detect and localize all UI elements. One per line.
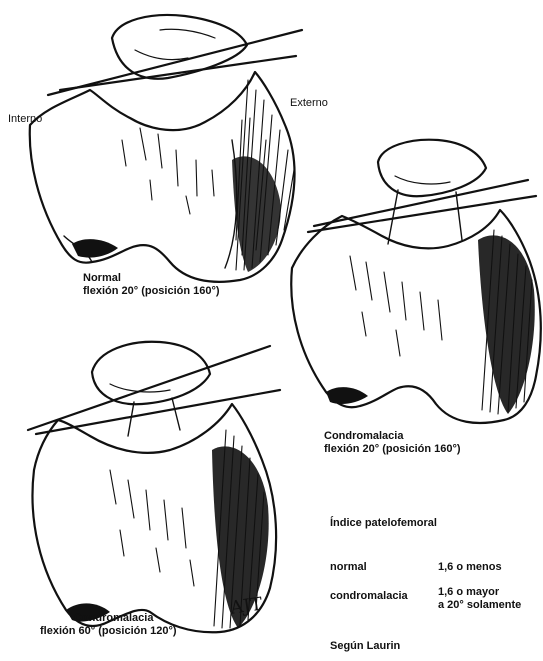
artist-signature: AJT — [228, 594, 264, 619]
patella-normal — [112, 15, 247, 79]
label-external: Externo — [290, 97, 328, 110]
index-row-normal-value: 1,6 o menos — [438, 561, 502, 573]
label-chondro60-title: Condromalacia — [74, 612, 153, 625]
index-row-normal-label: normal — [330, 561, 367, 573]
label-internal: Interno — [8, 113, 42, 126]
index-row-chondro-value: 1,6 o mayor — [438, 586, 499, 598]
reference-line-chondro-60-a — [28, 346, 270, 430]
label-normal-title: Normal — [83, 272, 121, 285]
label-normal-caption: flexión 20° (posición 160°) — [83, 285, 220, 298]
figure-chondro-60 — [28, 342, 280, 633]
label-chondro60-caption: flexión 60° (posición 120°) — [40, 625, 177, 638]
index-row-chondro-value2: a 20° solamente — [438, 599, 521, 611]
index-source: Según Laurin — [330, 640, 400, 653]
index-title: Índice patelofemoral — [330, 517, 437, 530]
label-chondro20-caption: flexión 20° (posición 160°) — [324, 443, 461, 456]
index-row-chondro-label: condromalacia — [330, 590, 408, 602]
label-chondro20-title: Condromalacia — [324, 430, 403, 443]
reference-line-chondro-60-b — [36, 390, 280, 434]
reference-line-chondro-20-b — [308, 196, 536, 232]
patella-chondro-20 — [378, 140, 486, 197]
figure-normal — [30, 15, 302, 282]
figure-chondro-20 — [291, 140, 541, 423]
